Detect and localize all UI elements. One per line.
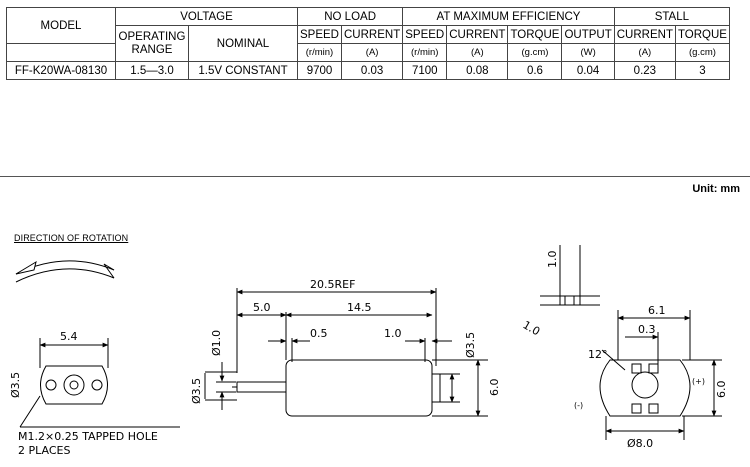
direction-label: DIRECTION OF ROTATION — [14, 233, 129, 243]
side-view-motor — [204, 288, 488, 417]
side-rear-len-dim: 1.0 — [384, 327, 402, 340]
cell-no-load-current: 0.03 — [340, 61, 404, 80]
cell-stall-torque: 3 — [674, 61, 730, 80]
side-body-dia-dim: 6.0 — [488, 379, 501, 397]
rear-plus-label: (+) — [692, 377, 705, 386]
header-no-load-current: CURRENT — [340, 25, 404, 44]
header-voltage: VOLTAGE — [115, 7, 298, 26]
side-shaft-len-dim: 5.0 — [253, 301, 271, 314]
rear-view-motor — [540, 245, 722, 440]
header-eff-torque: TORQUE — [507, 25, 563, 44]
rear-dia-dim: Ø8.0 — [627, 437, 653, 450]
header-eff-output: OUTPUT — [561, 25, 615, 44]
side-body-len-dim: 14.5 — [347, 301, 372, 314]
rear-thickness-dim: 0.3 — [638, 323, 656, 336]
section-divider — [0, 176, 750, 177]
header-no-load: NO LOAD — [296, 7, 404, 26]
side-overall-dim: 20.5REF — [310, 278, 355, 291]
side-shaft-dia-dim: Ø1.0 — [210, 330, 223, 356]
cell-no-load-speed: 9700 — [297, 61, 342, 80]
unit-note: Unit: mm — [692, 183, 740, 195]
header-eff-speed: SPEED — [402, 25, 448, 44]
header-operating-range: OPERATING RANGE — [115, 25, 189, 62]
header-model: MODEL — [6, 7, 116, 44]
header-stall-current: CURRENT — [613, 25, 676, 44]
cell-stall-current: 0.23 — [613, 61, 676, 80]
side-boss-len-dim: 0.5 — [310, 327, 328, 340]
front-height-dim: Ø3.5 — [9, 372, 22, 398]
header-stall-torque: TORQUE — [674, 25, 730, 44]
header-eff-current: CURRENT — [446, 25, 509, 44]
side-rear-boss-dia-dim: Ø3.5 — [464, 332, 477, 358]
hole-note-1: M1.2×0.25 TAPPED HOLE — [18, 430, 158, 443]
cell-model: FF-K20WA-08130 — [6, 61, 116, 80]
cell-eff-current: 0.08 — [446, 61, 509, 80]
cell-eff-output: 0.04 — [561, 61, 615, 80]
rear-height-dim: 6.0 — [715, 381, 728, 399]
hole-note-2: 2 PLACES — [18, 444, 70, 457]
header-nominal: NOMINAL — [188, 25, 298, 62]
rear-terminal-dim-2: 1.0 — [521, 318, 543, 338]
front-view-motor — [19, 338, 180, 428]
rear-angle-dim: 12° — [588, 348, 608, 361]
cell-operating-range: 1.5—3.0 — [115, 61, 189, 80]
header-stall: STALL — [613, 7, 730, 26]
cell-nominal: 1.5V CONSTANT — [188, 61, 298, 80]
front-width-dim: 5.4 — [60, 330, 78, 343]
rear-terminal-dim-1: 1.0 — [546, 251, 559, 269]
rear-minus-label: (-) — [574, 401, 583, 410]
rear-spacing-dim: 6.1 — [648, 304, 666, 317]
spec-table: MODEL VOLTAGE NO LOAD AT MAXIMUM EFFICIE… — [6, 7, 730, 80]
rotation-arrow-icon — [15, 260, 115, 283]
side-boss-dia-dim: Ø3.5 — [190, 378, 203, 404]
